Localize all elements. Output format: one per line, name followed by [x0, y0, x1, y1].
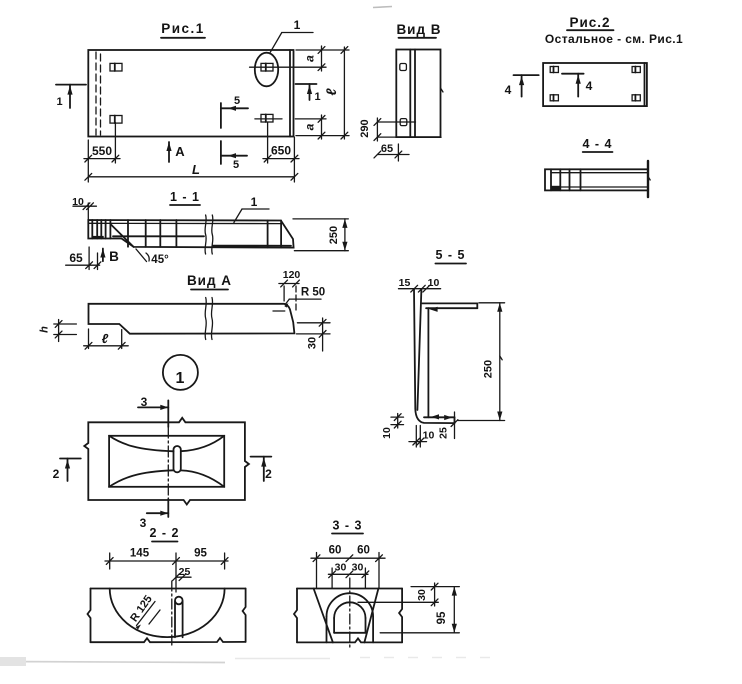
svg-text:10: 10 [428, 277, 440, 289]
svg-text:a: a [303, 123, 317, 130]
svg-text:30: 30 [352, 562, 364, 574]
svg-text:5 - 5: 5 - 5 [435, 248, 465, 262]
svg-text:1: 1 [251, 195, 258, 209]
svg-text:250: 250 [328, 226, 340, 244]
svg-text:Вид А: Вид А [187, 273, 232, 288]
svg-text:3 - 3: 3 - 3 [332, 519, 362, 533]
svg-text:60: 60 [357, 545, 370, 557]
svg-text:650: 650 [271, 144, 291, 158]
svg-text:4: 4 [586, 79, 593, 93]
svg-text:Рис.1: Рис.1 [161, 21, 205, 36]
svg-text:Рис.2: Рис.2 [569, 15, 610, 30]
svg-text:120: 120 [283, 269, 301, 281]
svg-text:4: 4 [505, 83, 512, 97]
svg-text:15: 15 [399, 277, 411, 289]
svg-text:1 - 1: 1 - 1 [170, 190, 200, 204]
svg-text:10: 10 [381, 427, 393, 439]
svg-text:250: 250 [483, 360, 495, 378]
svg-text:10: 10 [72, 196, 84, 208]
svg-text:R 50: R 50 [301, 287, 325, 299]
svg-text:290: 290 [359, 119, 371, 137]
svg-text:10: 10 [423, 430, 435, 442]
svg-text:1: 1 [56, 96, 62, 108]
svg-text:a: a [303, 55, 317, 62]
svg-text:25: 25 [179, 566, 191, 578]
svg-text:4 - 4: 4 - 4 [582, 137, 612, 151]
svg-text:L: L [192, 162, 200, 177]
svg-text:Остальное - см. Рис.1: Остальное - см. Рис.1 [545, 32, 683, 46]
svg-text:60: 60 [329, 545, 342, 557]
svg-text:95: 95 [436, 611, 448, 624]
svg-text:45°: 45° [151, 254, 169, 266]
svg-text:3: 3 [141, 395, 148, 409]
svg-text:h: h [39, 326, 51, 333]
svg-text:Вид В: Вид В [396, 22, 441, 37]
svg-text:ℓ: ℓ [323, 88, 339, 96]
svg-text:5: 5 [234, 95, 240, 107]
svg-text:30: 30 [307, 337, 319, 349]
svg-text:95: 95 [194, 548, 207, 560]
svg-text:1: 1 [314, 91, 320, 103]
svg-text:2: 2 [265, 467, 272, 481]
svg-text:1: 1 [294, 18, 301, 32]
svg-text:25: 25 [438, 427, 450, 439]
svg-text:В: В [109, 249, 119, 264]
svg-text:30: 30 [416, 589, 428, 601]
svg-text:ℓ: ℓ [102, 331, 109, 346]
svg-text:65: 65 [69, 251, 83, 265]
svg-text:65: 65 [381, 143, 393, 155]
svg-text:550: 550 [92, 144, 112, 158]
svg-text:2: 2 [53, 467, 60, 481]
svg-text:1: 1 [176, 370, 185, 387]
svg-text:145: 145 [130, 548, 150, 560]
svg-text:30: 30 [335, 562, 347, 574]
svg-text:А: А [175, 144, 185, 159]
svg-text:5: 5 [233, 159, 239, 171]
svg-text:3: 3 [140, 516, 147, 530]
svg-text:2 - 2: 2 - 2 [149, 526, 179, 540]
